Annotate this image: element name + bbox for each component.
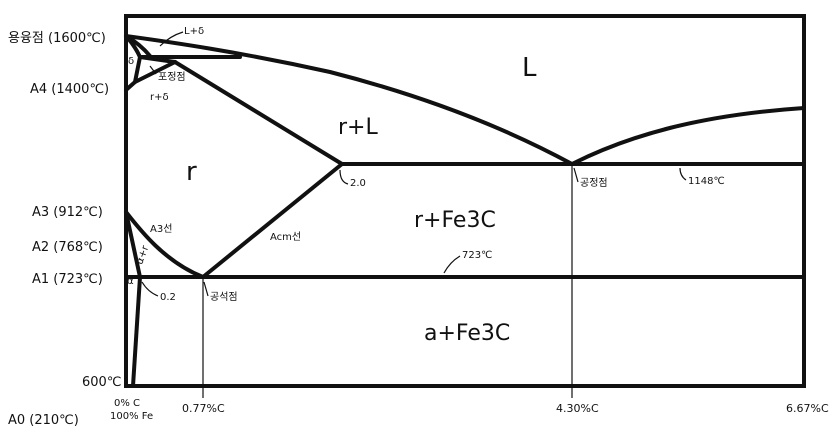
peritectic-arrow bbox=[149, 65, 157, 75]
eutectic-arrow bbox=[573, 167, 579, 183]
c-2-0-arrow bbox=[339, 169, 349, 185]
phase-gamma-delta: r+δ bbox=[150, 92, 169, 103]
l-delta-arrow bbox=[159, 31, 184, 47]
label-a4: A4 (1400℃) bbox=[30, 82, 109, 97]
delta-gamma-upper bbox=[138, 55, 177, 64]
label-acm-line: Acm선 bbox=[270, 231, 301, 243]
liquidus-line bbox=[124, 34, 806, 166]
phase-liquid: L bbox=[522, 53, 537, 83]
label-a3-line: A3선 bbox=[150, 223, 172, 235]
label-c-0-2: 0.2 bbox=[160, 292, 176, 303]
eutectoid-arrow bbox=[203, 281, 209, 297]
label-c-2-0: 2.0 bbox=[350, 178, 366, 189]
phase-delta: δ bbox=[128, 56, 134, 67]
alpha-gamma-boundary bbox=[124, 210, 142, 279]
t-723-arrow bbox=[443, 255, 461, 274]
label-600: 600℃ bbox=[82, 375, 121, 390]
label-melting-point: 용융점 (1600℃) bbox=[8, 31, 106, 46]
acm-line bbox=[201, 162, 344, 279]
a3-line bbox=[124, 210, 205, 279]
delta-solidus bbox=[124, 34, 142, 59]
label-eutectoid: 공석점 bbox=[210, 291, 238, 303]
label-1148: 1148℃ bbox=[688, 176, 725, 187]
phase-gamma-fe3c: r+Fe3C bbox=[414, 208, 496, 233]
phase-gamma: r bbox=[186, 157, 197, 187]
label-a3: A3 (912℃) bbox=[32, 205, 103, 220]
label-a0: A0 (210℃) bbox=[8, 413, 79, 428]
gamma-solidus bbox=[173, 60, 344, 166]
label-c-077: 0.77%C bbox=[182, 402, 225, 415]
label-a1: A1 (723℃) bbox=[32, 272, 103, 287]
label-100-fe: 100% Fe bbox=[110, 411, 153, 422]
phase-l-delta: L+δ bbox=[184, 26, 204, 37]
phase-alpha-gamma: α+r bbox=[134, 243, 151, 266]
label-0-c: 0% C bbox=[114, 398, 140, 409]
label-a2: A2 (768℃) bbox=[32, 240, 103, 255]
diagram-frame bbox=[124, 14, 806, 388]
label-c-430: 4.30%C bbox=[556, 402, 599, 415]
label-c-667: 6.67%C bbox=[786, 402, 829, 415]
label-723: 723℃ bbox=[462, 250, 492, 261]
t-1148-arrow bbox=[679, 167, 687, 181]
peritectic-point: 포정점 bbox=[158, 71, 186, 83]
alpha-solvus bbox=[131, 275, 142, 388]
phase-gamma-liquid: r+L bbox=[338, 115, 378, 140]
phase-alpha: α bbox=[127, 276, 134, 287]
phase-alpha-fe3c: a+Fe3C bbox=[424, 321, 510, 346]
c-0-2-arrow bbox=[141, 281, 159, 297]
label-eutectic: 공정점 bbox=[580, 177, 608, 189]
